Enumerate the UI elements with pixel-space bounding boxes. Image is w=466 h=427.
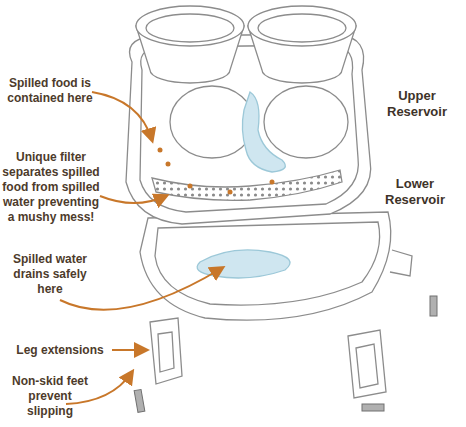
callout-text: Spilled food is contained here	[2, 76, 98, 106]
leg-extension	[348, 330, 386, 398]
part-name: Upper Reservoir	[372, 88, 462, 120]
non-skid-foot	[134, 389, 145, 412]
leader-arrow	[112, 349, 146, 351]
filter	[152, 170, 342, 200]
leg-extension	[150, 318, 182, 384]
lower-tray	[140, 212, 391, 320]
spilled-water	[242, 92, 285, 172]
bowls	[136, 6, 356, 83]
bowl-inner	[258, 14, 346, 42]
lower-tray-rim	[155, 222, 380, 305]
callout-text: Unique filter separates spilled food fro…	[0, 150, 102, 225]
bowl-inner	[146, 14, 234, 42]
side-clip	[390, 250, 412, 276]
legs	[150, 318, 386, 398]
food-bit	[158, 148, 163, 153]
bowl-hole	[170, 86, 254, 158]
non-skid-foot	[362, 404, 384, 411]
leg-detail	[158, 332, 174, 372]
callout-text: Spilled water drains safely here	[4, 252, 96, 297]
non-skid-foot	[430, 296, 437, 316]
leader-arrows	[60, 92, 222, 404]
lower-reservoir	[140, 212, 412, 320]
feet	[134, 296, 437, 412]
leader-arrow	[100, 196, 166, 203]
food-bit	[188, 184, 193, 189]
callout-text: Leg extensions	[8, 343, 112, 358]
food-bit	[270, 180, 275, 185]
callout-text: Non-skid feet prevent slipping	[4, 374, 96, 419]
leader-arrow	[92, 92, 152, 140]
bowl-rim	[248, 6, 356, 46]
food-bit	[166, 162, 171, 167]
bowl-rim	[136, 6, 244, 46]
bowl-hole	[264, 86, 348, 158]
part-name: Lower Reservoir	[370, 176, 460, 208]
leg-detail	[356, 344, 378, 388]
food-bit	[228, 190, 233, 195]
